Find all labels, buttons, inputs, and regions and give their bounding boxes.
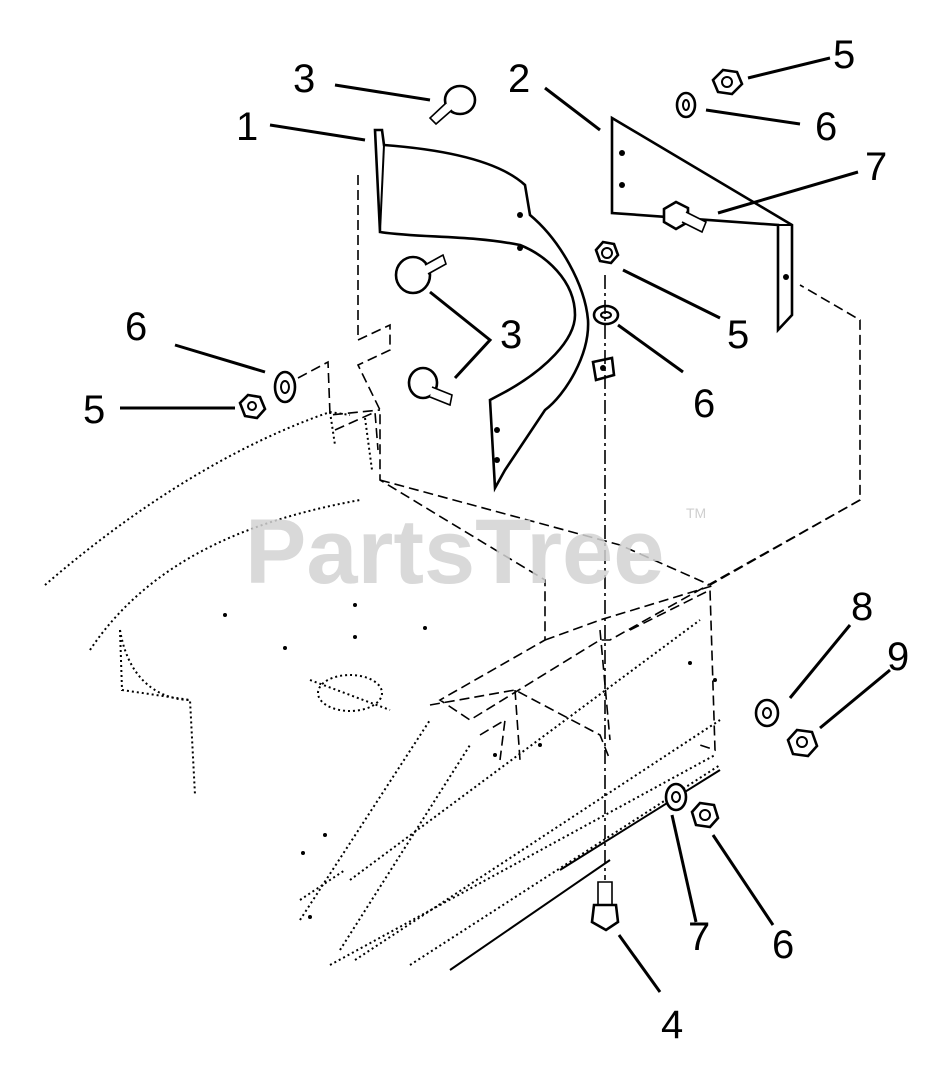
- watermark: PartsTree TM: [245, 501, 706, 603]
- callout-1: 1: [236, 105, 258, 149]
- bottom-bolt: [590, 275, 620, 932]
- callout-3-middle: 3: [500, 313, 522, 357]
- clip-center: [591, 356, 616, 382]
- washer-top-right: [675, 91, 697, 119]
- callout-5-top: 5: [833, 33, 855, 77]
- callout-9: 9: [887, 635, 909, 679]
- callout-7-bottom: 7: [688, 915, 710, 959]
- callout-6-top: 6: [815, 105, 837, 149]
- chute-deflector: [373, 128, 590, 493]
- watermark-text: PartsTree: [245, 501, 664, 603]
- nut-bottom: [690, 801, 720, 829]
- nut-left: [238, 393, 267, 420]
- nut-lower-right: [786, 728, 819, 758]
- callout-7-top: 7: [865, 145, 887, 189]
- watermark-trademark: TM: [686, 505, 706, 521]
- nut-center: [594, 240, 620, 265]
- callout-8: 8: [851, 585, 873, 629]
- leader-lines: [120, 56, 891, 993]
- callout-3-top: 3: [293, 57, 315, 101]
- callout-4: 4: [661, 1003, 683, 1047]
- callout-5-center: 5: [727, 313, 749, 357]
- hex-bolt-bracket: [662, 200, 708, 234]
- washer-bottom: [664, 782, 688, 812]
- mower-deck-housing: [44, 175, 861, 971]
- callout-6-center: 6: [693, 382, 715, 426]
- carriage-bolt-middle: [394, 253, 447, 295]
- carriage-bolt-top: [428, 84, 477, 126]
- callout-6-left: 6: [125, 305, 147, 349]
- callout-6-bottom: 6: [772, 923, 794, 967]
- carriage-bolt-lower: [407, 366, 453, 407]
- washer-lower-right: [754, 698, 780, 728]
- callout-labels: 1 2 3 3 4 5 5 5 6 6 6 6 7 7 8 9: [83, 33, 909, 1047]
- nut-top-right: [711, 68, 744, 96]
- callout-5-left: 5: [83, 388, 105, 432]
- washer-left: [273, 370, 297, 404]
- callout-2: 2: [508, 57, 530, 101]
- washer-center: [592, 304, 620, 326]
- mount-bracket: [610, 115, 794, 334]
